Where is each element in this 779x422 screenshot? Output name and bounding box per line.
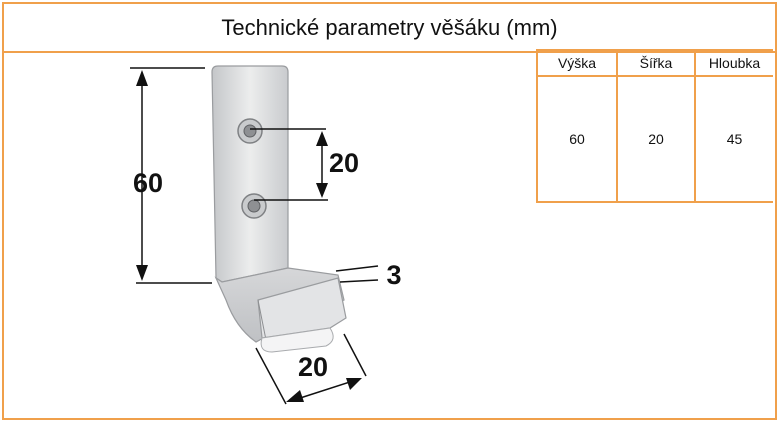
dimension-width (255, 333, 367, 405)
label-thickness: 3 (386, 260, 401, 290)
header-sirka: Šířka (616, 49, 696, 77)
label-width: 20 (298, 352, 328, 382)
page-title: Technické parametry věšáku (mm) (4, 4, 775, 53)
value-hloubka: 45 (694, 75, 773, 203)
spec-table: Výška Šířka Hloubka 60 20 45 (536, 49, 773, 203)
table-row: 60 20 45 (536, 75, 773, 203)
header-hloubka: Hloubka (694, 49, 773, 77)
header-vyska: Výška (536, 49, 618, 77)
label-hole-spacing: 20 (329, 148, 359, 178)
hook-image (211, 65, 347, 353)
label-height: 60 (133, 168, 163, 198)
value-sirka: 20 (616, 75, 696, 203)
dimension-thickness (335, 265, 379, 283)
value-vyska: 60 (536, 75, 618, 203)
dimension-hole-spacing (250, 128, 328, 201)
dimension-height (130, 67, 212, 284)
table-header-row: Výška Šířka Hloubka (536, 49, 773, 77)
